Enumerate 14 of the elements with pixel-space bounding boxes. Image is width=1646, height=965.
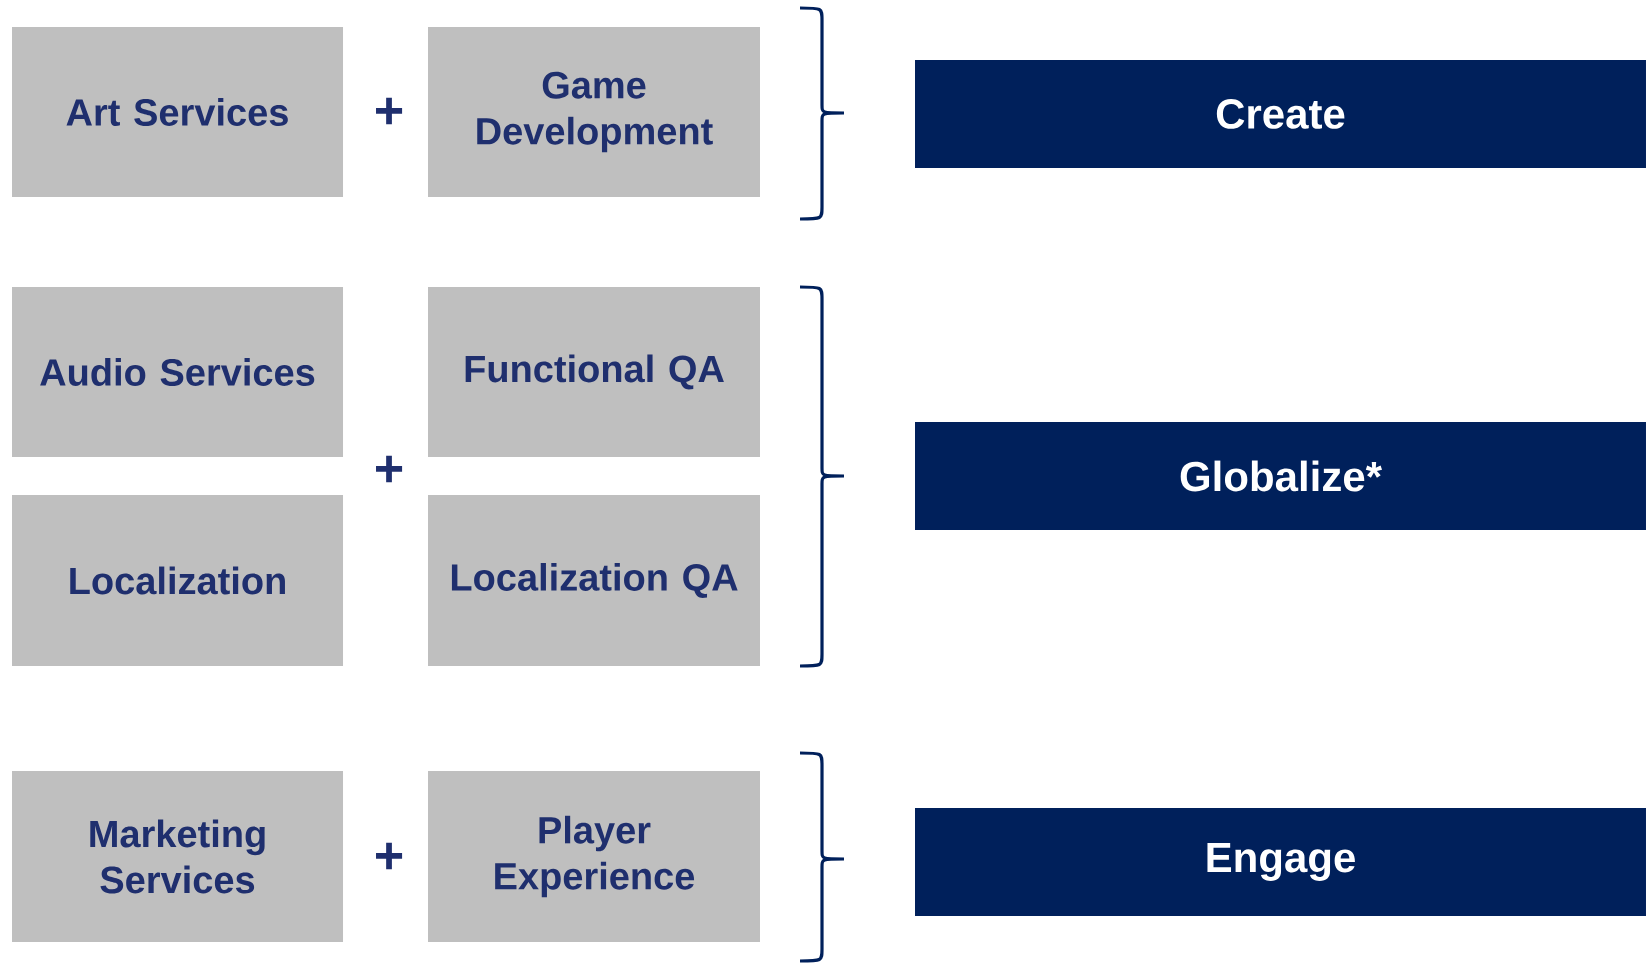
stage-bar: Engage <box>915 808 1646 916</box>
service-box: Localization QA <box>428 495 760 666</box>
service-box: Player Experience <box>428 771 760 942</box>
service-box: Functional QA <box>428 287 760 457</box>
service-box: Art Services <box>12 27 343 197</box>
plus-sign: + <box>376 455 403 483</box>
service-box: Audio Services <box>12 287 343 457</box>
service-box: Game Development <box>428 27 760 197</box>
plus-sign: + <box>376 97 403 125</box>
service-box: Localization <box>12 495 343 666</box>
stage-bar: Create <box>915 60 1646 168</box>
plus-sign: + <box>376 842 403 870</box>
stage-bar: Globalize* <box>915 422 1646 530</box>
service-box: Marketing Services <box>12 771 343 942</box>
